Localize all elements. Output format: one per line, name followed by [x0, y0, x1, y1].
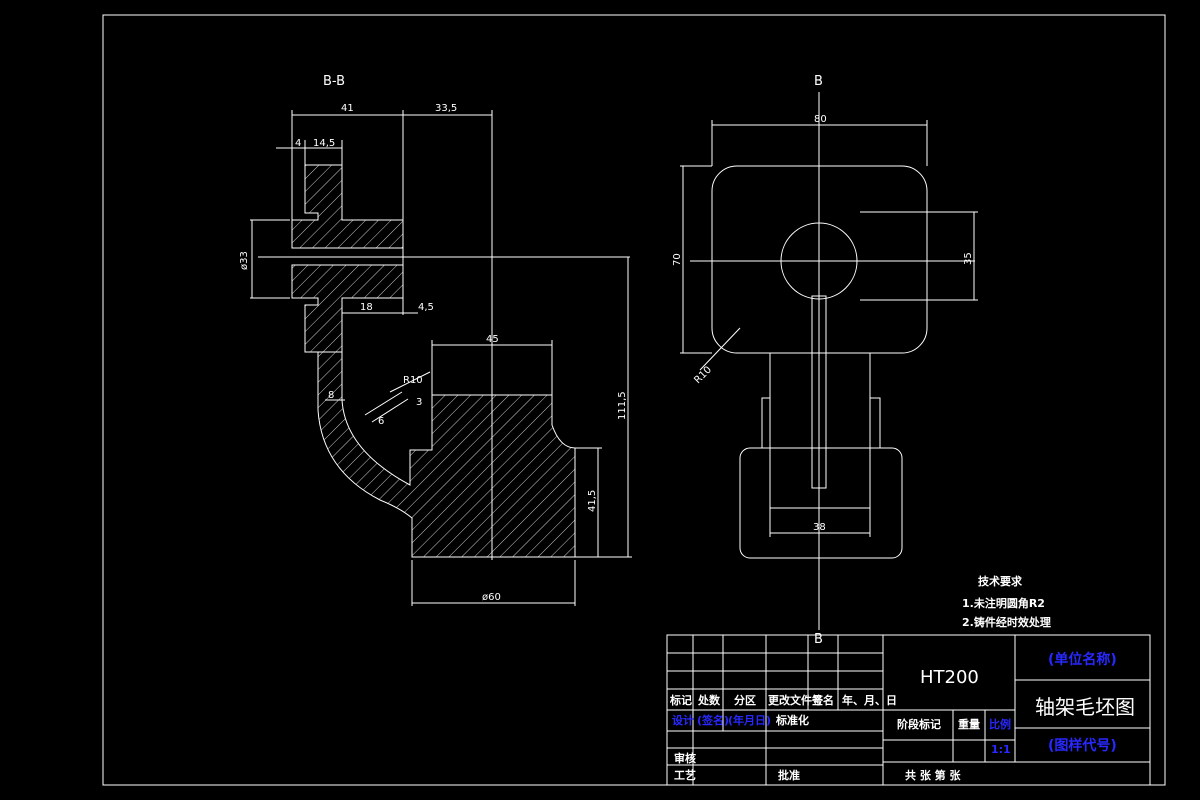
- svg-text:4: 4: [295, 138, 301, 149]
- view-label-top: B: [814, 74, 823, 89]
- section-flange-upper: [291, 164, 404, 249]
- svg-text:审核: 审核: [674, 751, 696, 765]
- svg-text:6: 6: [378, 416, 384, 427]
- svg-text:ø33: ø33: [239, 251, 250, 270]
- section-view-bb: B-B 41 33,5 4 14,5 ø33 18 4,5 45: [239, 74, 632, 606]
- svg-text:(年月日): (年月日): [728, 713, 771, 727]
- svg-text:1.未注明圆角R2: 1.未注明圆角R2: [962, 596, 1045, 610]
- svg-text:设计: 设计: [672, 713, 694, 727]
- tech-requirements: 技术要求 1.未注明圆角R2 2.铸件经时效处理: [962, 574, 1051, 629]
- material-label: HT200: [920, 667, 979, 688]
- svg-text:8: 8: [328, 390, 334, 401]
- svg-text:阶段标记: 阶段标记: [897, 717, 941, 731]
- svg-text:3: 3: [416, 397, 422, 408]
- svg-text:R10: R10: [692, 364, 714, 386]
- svg-text:35: 35: [963, 252, 974, 265]
- svg-text:14,5: 14,5: [313, 138, 335, 149]
- svg-text:年、月、日: 年、月、日: [842, 693, 897, 707]
- svg-text:45: 45: [486, 334, 499, 345]
- drawing-border: [102, 14, 1166, 786]
- unit-name: (单位名称): [1048, 651, 1117, 668]
- section-label: B-B: [323, 74, 345, 89]
- svg-text:技术要求: 技术要求: [978, 574, 1023, 588]
- svg-text:111,5: 111,5: [617, 391, 628, 420]
- svg-text:4,5: 4,5: [418, 302, 434, 313]
- section-flange-lower: [291, 264, 404, 353]
- svg-text:分区: 分区: [734, 693, 756, 707]
- svg-text:比例: 比例: [989, 717, 1011, 731]
- svg-text:(签名): (签名): [697, 713, 729, 727]
- drawing-code: (图样代号): [1048, 737, 1117, 754]
- svg-text:标记: 标记: [669, 693, 692, 707]
- svg-text:33,5: 33,5: [435, 103, 457, 114]
- title-block: HT200 (单位名称) 轴架毛坯图 (图样代号) 标记 处数 分区 更改文件号…: [666, 634, 1151, 786]
- svg-text:41,5: 41,5: [587, 490, 598, 512]
- svg-text:重量: 重量: [958, 717, 980, 731]
- svg-text:处数: 处数: [697, 693, 721, 707]
- svg-text:R10: R10: [403, 375, 423, 386]
- svg-text:2.铸件经时效处理: 2.铸件经时效处理: [962, 615, 1051, 629]
- svg-text:1:1: 1:1: [991, 743, 1011, 756]
- svg-text:ø60: ø60: [482, 592, 501, 603]
- svg-text:18: 18: [360, 302, 373, 313]
- svg-text:80: 80: [814, 114, 827, 125]
- svg-text:70: 70: [672, 253, 683, 266]
- svg-text:批准: 批准: [778, 768, 800, 782]
- svg-text:签名: 签名: [811, 693, 834, 707]
- view-label-bottom: B: [814, 632, 823, 647]
- section-arm-and-base: [317, 351, 576, 558]
- svg-text:工艺: 工艺: [674, 768, 696, 782]
- svg-text:更改文件号: 更改文件号: [768, 693, 823, 707]
- svg-text:38: 38: [813, 522, 826, 533]
- drawing-name: 轴架毛坯图: [1035, 695, 1135, 719]
- svg-text:41: 41: [341, 103, 354, 114]
- svg-text:标准化: 标准化: [775, 713, 809, 727]
- view-b: B B 80 70 35 R10: [672, 74, 978, 647]
- svg-text:共 张 第 张: 共 张 第 张: [905, 768, 961, 782]
